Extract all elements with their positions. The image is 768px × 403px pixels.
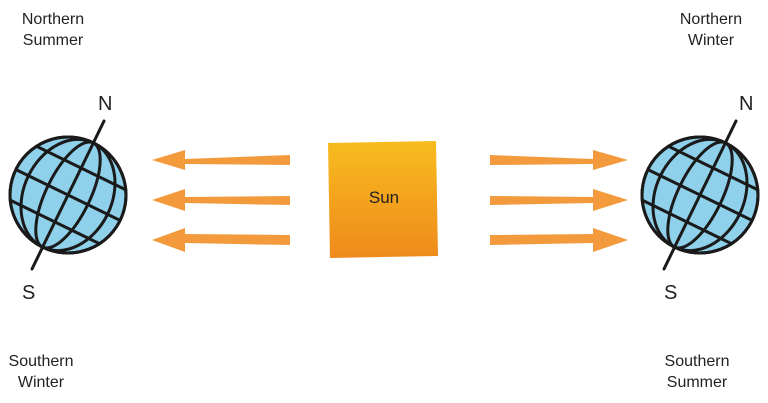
southern-summer-label: Southern Summer bbox=[664, 353, 730, 391]
left-arrows bbox=[152, 150, 290, 252]
arrow-right-1 bbox=[490, 150, 628, 170]
southern-winter-label: Southern Winter bbox=[8, 353, 74, 391]
left-north-label: N bbox=[98, 93, 113, 115]
right-south-label: S bbox=[664, 282, 678, 304]
left-south-label: S bbox=[22, 282, 36, 304]
right-north-label: N bbox=[739, 93, 754, 115]
right-globe bbox=[640, 119, 760, 271]
arrow-left-1 bbox=[152, 150, 290, 170]
northern-summer-label: Northern Summer bbox=[21, 11, 85, 49]
arrow-left-2 bbox=[152, 189, 290, 211]
arrow-left-3 bbox=[152, 228, 290, 252]
sun-box bbox=[328, 141, 438, 258]
arrow-right-2 bbox=[490, 189, 628, 211]
left-globe bbox=[8, 119, 128, 271]
sun-label: Sun bbox=[368, 188, 400, 207]
arrow-right-3 bbox=[490, 228, 628, 252]
northern-winter-label: Northern Winter bbox=[679, 11, 743, 49]
right-arrows bbox=[490, 150, 628, 252]
